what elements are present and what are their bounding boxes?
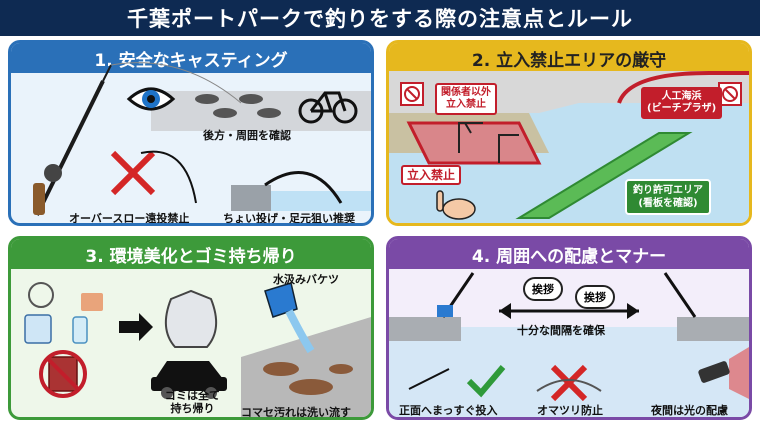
check-icon — [466, 365, 506, 398]
pier-left — [389, 317, 461, 341]
no-littering-icon — [39, 350, 87, 398]
overhead-banned-caption: オーバースロー遠投禁止 — [69, 212, 190, 225]
manners-illustration — [389, 272, 749, 417]
staff-only-sign: 関係者以外 立入禁止 — [435, 83, 497, 115]
rod-handle — [33, 183, 45, 215]
water — [251, 191, 371, 211]
cross-icon — [550, 364, 588, 402]
pier-edge — [231, 185, 271, 211]
crane-icon — [458, 122, 519, 163]
panel-safe-casting: 1. 安全なキャスティング — [8, 40, 374, 226]
cast-rod — [408, 368, 450, 390]
panel-4-heading: 4. 周囲への配慮とマナー — [389, 239, 749, 269]
underhand-caption: ちょい投げ・足元狙い推奨 — [223, 212, 355, 225]
underhand-rod — [264, 171, 343, 204]
greeting-bubble-1: 挨拶 — [523, 277, 563, 301]
no-tangle-caption: オマツリ防止 — [537, 404, 603, 417]
casting-illustration — [33, 62, 371, 216]
footprints-icon — [195, 94, 281, 118]
litter-icon — [24, 282, 103, 344]
sea — [389, 327, 749, 417]
overhead-rod — [140, 150, 197, 204]
panel-3-heading: 3. 環境美化とゴミ持ち帰り — [11, 239, 371, 269]
pier-right — [677, 317, 749, 341]
rod-right — [663, 272, 697, 318]
bucket-caption: 水汲みバケツ — [273, 273, 339, 286]
cooler-icon — [437, 305, 453, 317]
car-icon — [151, 361, 227, 399]
no-fishing-icon — [400, 82, 424, 106]
title-bar: 千葉ポートパークで釣りをする際の注意点とルール — [0, 0, 760, 36]
take-home-caption: ゴミは全て 持ち帰り — [165, 389, 220, 415]
permitted-area-sign: 釣り許可エリア (看板を確認) — [625, 179, 711, 215]
eye-icon — [126, 87, 176, 111]
chum-stain — [263, 362, 353, 395]
restricted-zone — [406, 121, 542, 165]
reel — [44, 164, 62, 182]
beach-boundary — [617, 71, 749, 104]
arrow-icon — [119, 313, 153, 341]
bicycle-icon — [298, 91, 358, 124]
fishing-rod — [35, 80, 105, 216]
no-fishing-icon — [718, 82, 742, 106]
bucket-icon — [264, 282, 298, 318]
cleanliness-illustration — [24, 282, 371, 417]
permitted-zone — [515, 132, 693, 219]
page-title: 千葉ポートパークで釣りをする際の注意点とルール — [127, 7, 633, 31]
pier-surface — [241, 317, 371, 417]
night-light-caption: 夜間は光の配慮 — [651, 404, 728, 417]
wash-chum-caption: コマセ汚れは洗い流す — [241, 406, 351, 419]
check-behind-caption: 後方・周囲を確認 — [203, 129, 291, 142]
spacing-caption: 十分な間隔を確保 — [517, 324, 605, 337]
beach-sign: 人工海浜 (ビーチプラザ) — [641, 87, 723, 119]
water-pour — [285, 309, 315, 354]
panel-1-heading: 1. 安全なキャスティング — [11, 43, 371, 73]
panel-restricted-areas: 2. 立入禁止エリアの厳守 — [386, 40, 752, 226]
panel-manners: 4. 周囲への配慮とマナー — [386, 236, 752, 420]
cross-icon — [110, 150, 156, 196]
panel-2-heading: 2. 立入禁止エリアの厳守 — [389, 43, 749, 73]
no-entry-sign: 立入禁止 — [401, 165, 462, 185]
tangled-line — [536, 379, 602, 392]
cast-forward-caption: 正面へまっすぐ投入 — [399, 404, 498, 417]
panel-cleanliness: 3. 環境美化とゴミ持ち帰り — [8, 236, 374, 420]
spacing-arrow — [499, 303, 639, 319]
greeting-bubble-2: 挨拶 — [575, 285, 615, 309]
pointing-hand-icon — [436, 190, 476, 220]
trash-bag-icon — [164, 289, 218, 348]
flashlight-icon — [698, 347, 749, 399]
